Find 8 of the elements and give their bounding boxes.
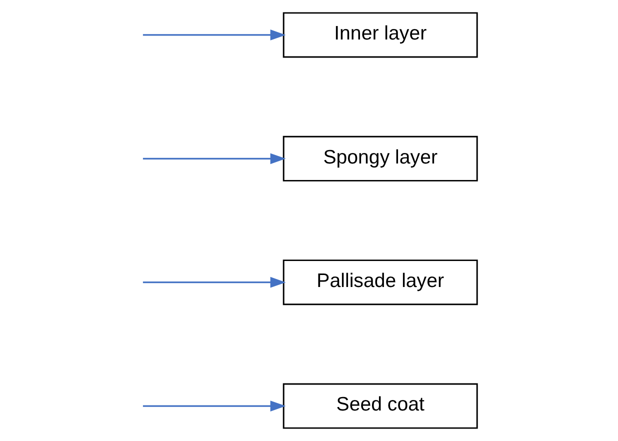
node-box: Pallisade layer	[282, 260, 478, 306]
node-box: Spongy layer	[282, 136, 478, 182]
arrow	[142, 400, 286, 412]
node-box: Seed coat	[282, 383, 478, 429]
arrow	[142, 276, 286, 288]
arrow	[142, 153, 286, 164]
arrow	[142, 30, 286, 40]
node-box: Inner layer	[282, 12, 478, 58]
